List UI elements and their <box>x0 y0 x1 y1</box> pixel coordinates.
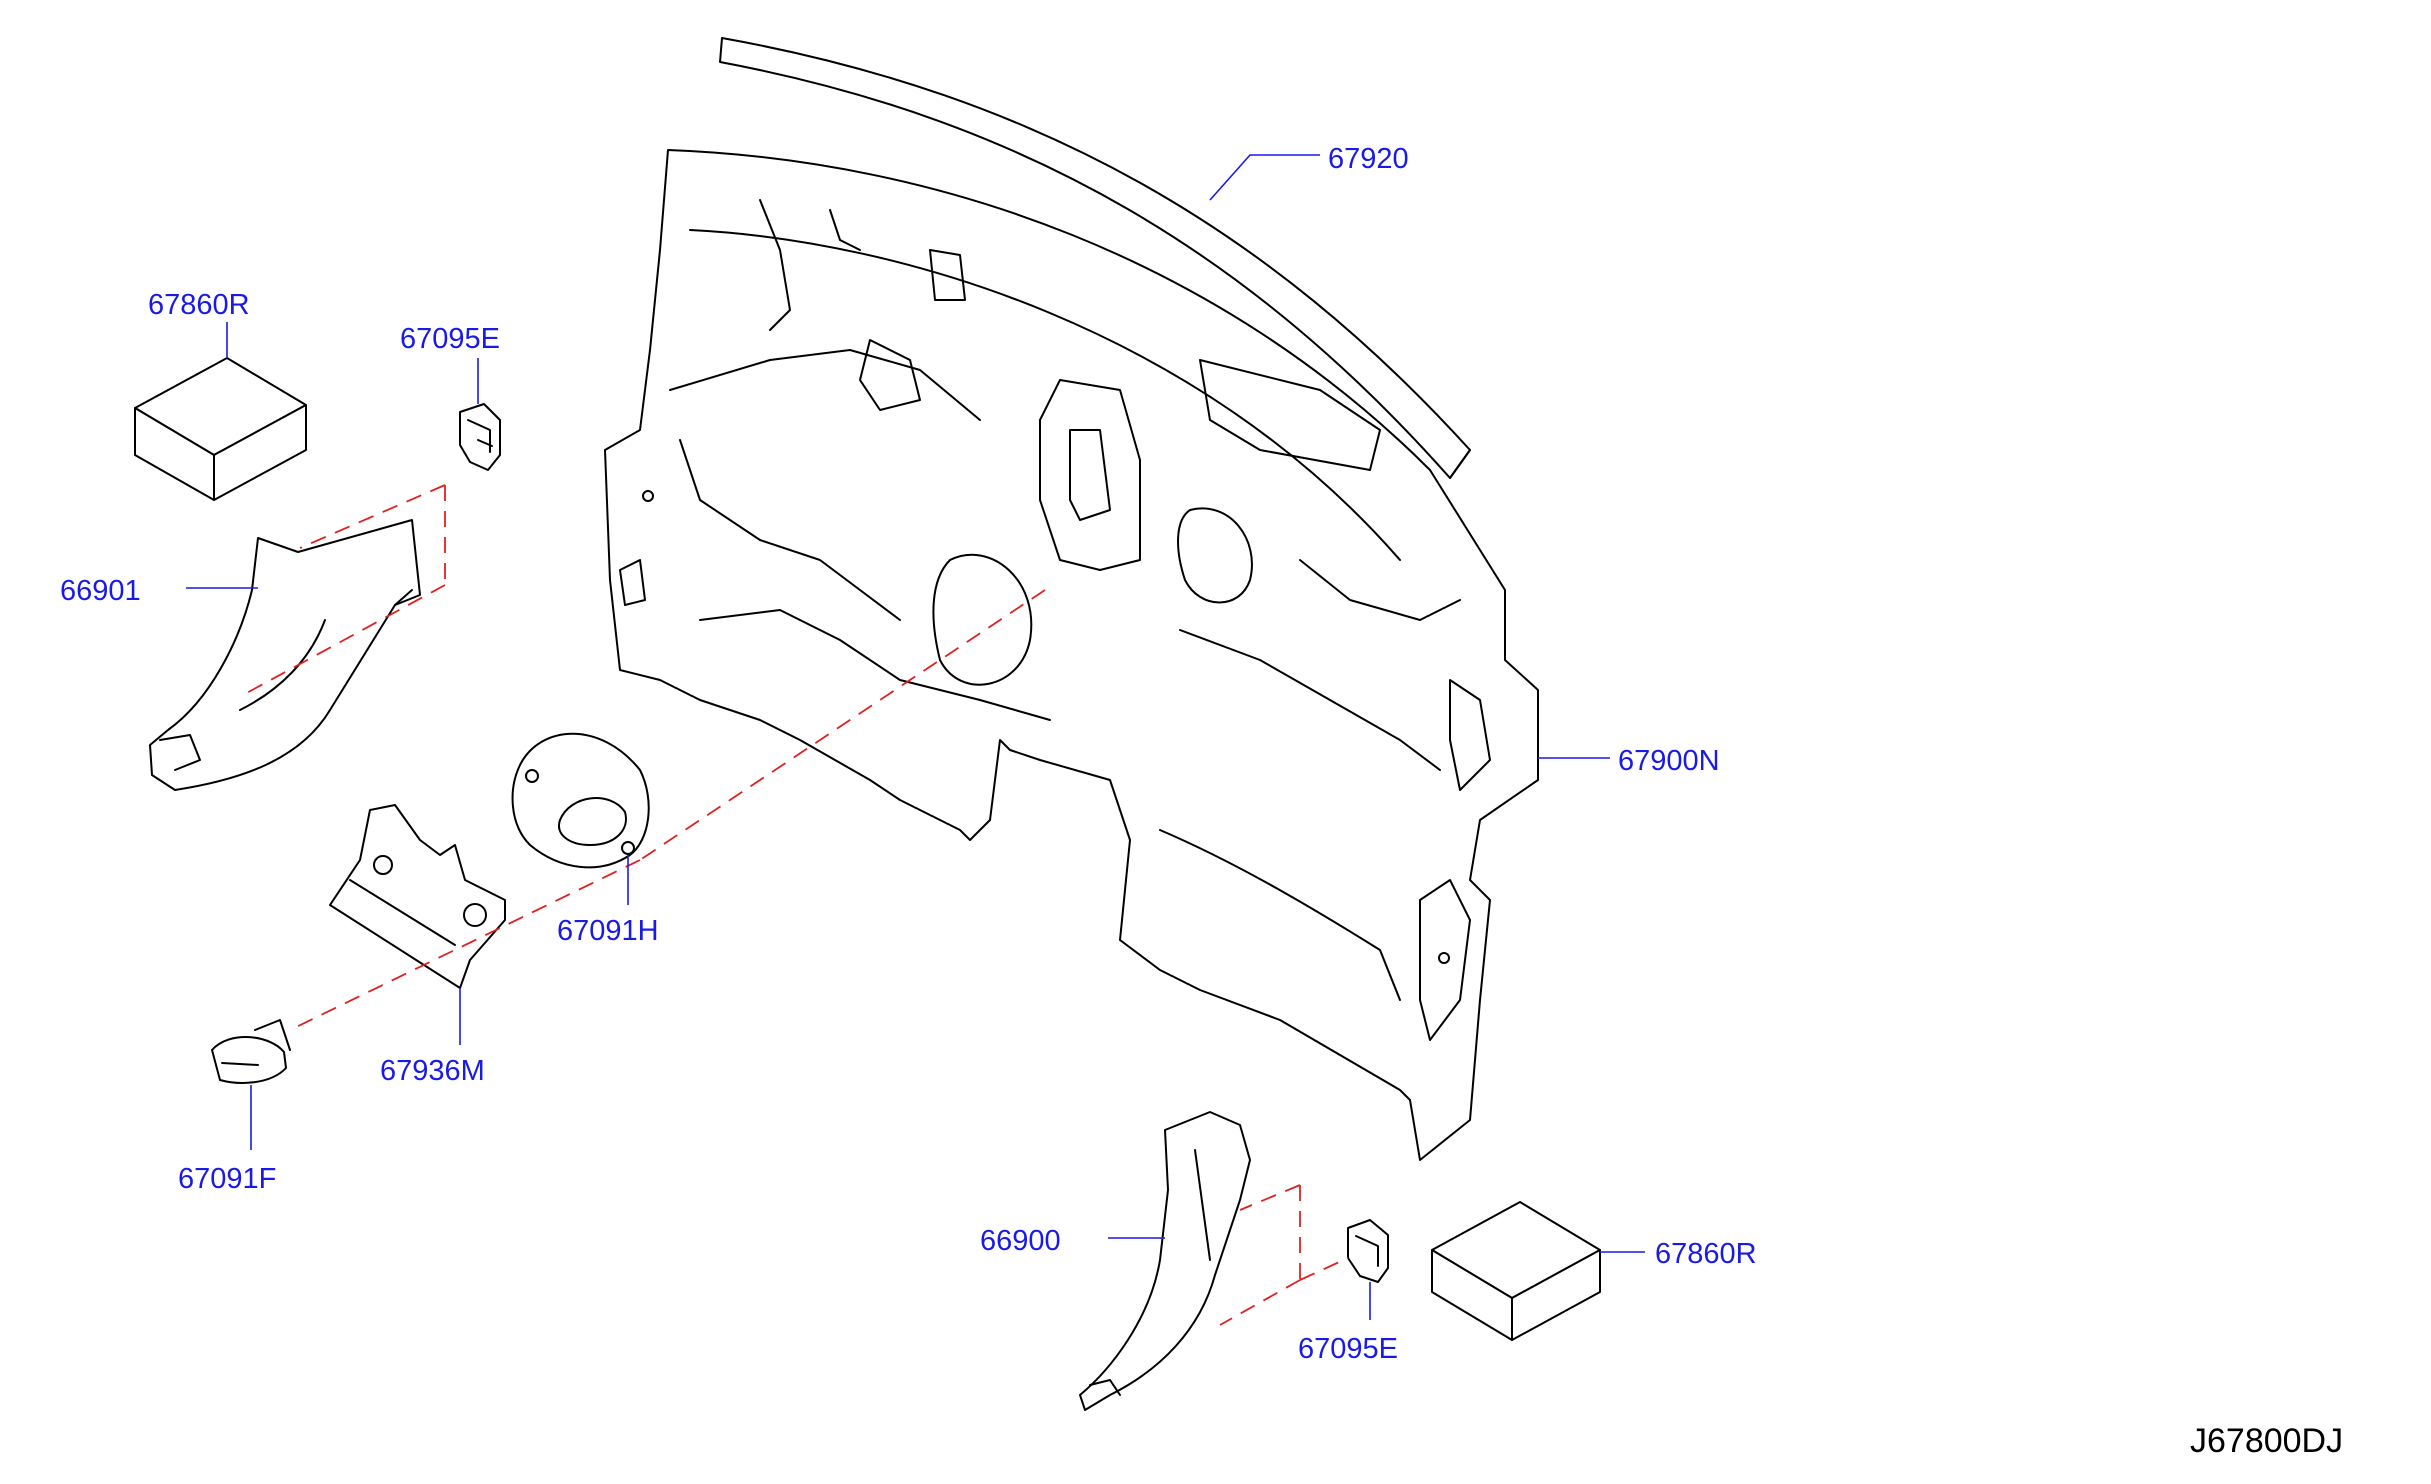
part-67936M-bracket[interactable] <box>329 804 506 989</box>
label-67900N: 67900N <box>1618 745 1720 777</box>
part-66901-kick-panel-left[interactable] <box>149 519 421 791</box>
leader-lines <box>186 154 1645 1320</box>
part-67091F-push-clip[interactable] <box>211 1019 291 1084</box>
label-67095E-right: 67095E <box>1298 1333 1398 1365</box>
label-67860R-right: 67860R <box>1655 1238 1757 1270</box>
label-67860R-left: 67860R <box>148 289 250 321</box>
part-66900-kick-panel-right[interactable] <box>1079 1111 1251 1411</box>
part-67860R-block-right[interactable] <box>1431 1201 1601 1341</box>
label-66901: 66901 <box>60 575 141 607</box>
label-67091H: 67091H <box>557 915 659 947</box>
label-66900: 66900 <box>980 1225 1061 1257</box>
part-67091H-grommet[interactable] <box>511 732 650 869</box>
part-67920-seal[interactable] <box>719 37 1471 479</box>
part-67095E-clip-left[interactable] <box>459 403 501 471</box>
assembly-dashed-lines <box>242 484 1349 1326</box>
label-67095E-left: 67095E <box>400 323 500 355</box>
part-67860R-block-left[interactable] <box>134 357 307 501</box>
label-67920: 67920 <box>1328 143 1409 175</box>
label-67091F: 67091F <box>178 1163 276 1195</box>
label-67936M: 67936M <box>380 1055 485 1087</box>
part-67900N-dash-insulator[interactable] <box>604 149 1539 1161</box>
part-67095E-clip-right[interactable] <box>1347 1219 1389 1283</box>
diagram-code: J67800DJ <box>2190 1422 2343 1460</box>
